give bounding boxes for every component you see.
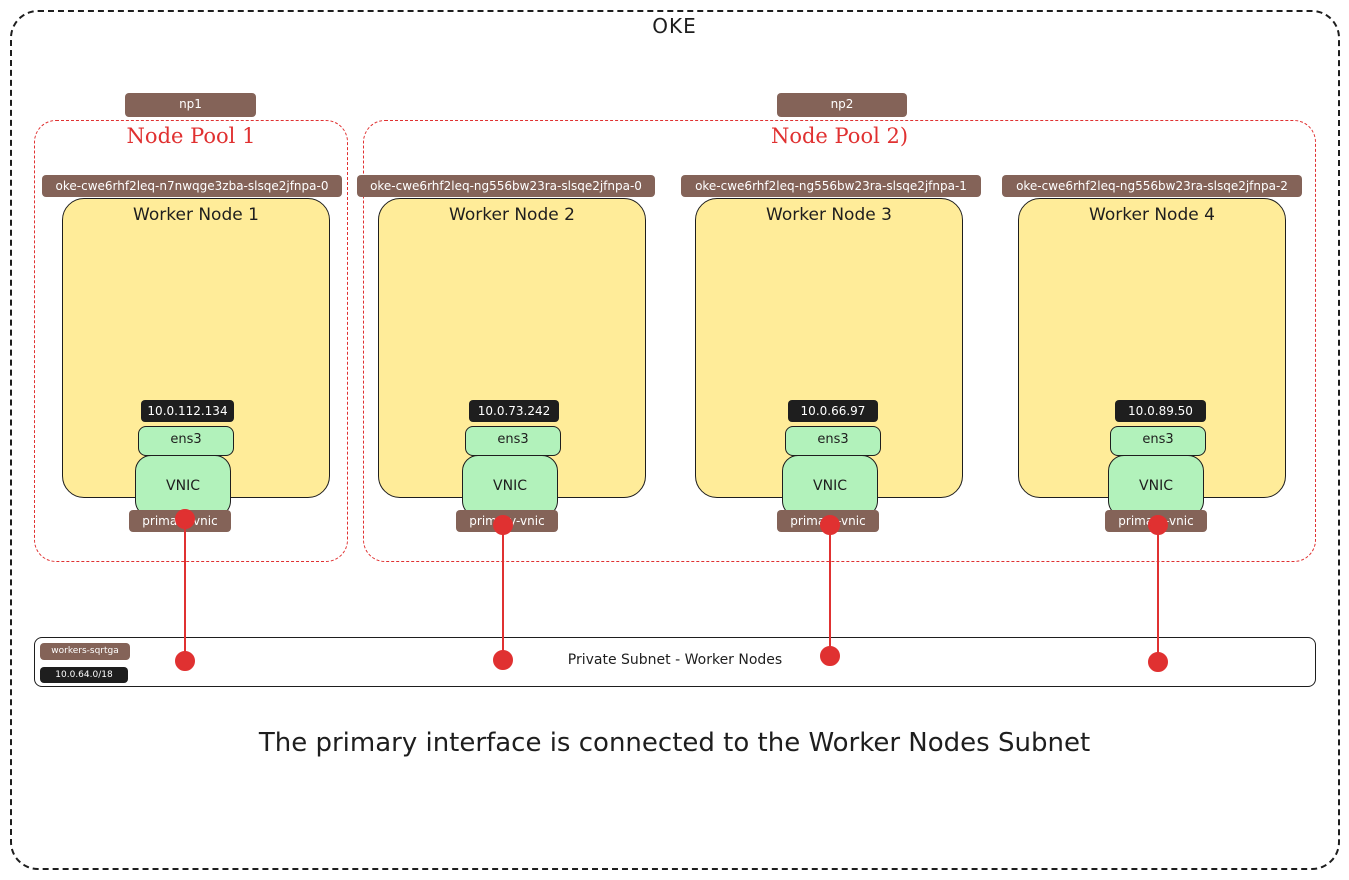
node-4-connector-end-dot <box>1148 652 1168 672</box>
node-1-ip-badge: 10.0.112.134 <box>141 400 234 422</box>
worker-node-3-title: Worker Node 3 <box>766 205 892 225</box>
subnet-name-tag: workers-sqrtga <box>40 643 130 660</box>
node-3-hostname-tag: oke-cwe6rhf2leq-ng556bw23ra-slsqe2jfnpa-… <box>681 175 981 197</box>
cluster-title: OKE <box>652 14 697 38</box>
node-4-connector-start-dot <box>1148 515 1168 535</box>
node-1-hostname-tag: oke-cwe6rhf2leq-n7nwqge3zba-slsqe2jfnpa-… <box>42 175 342 197</box>
diagram-caption: The primary interface is connected to th… <box>258 728 1091 758</box>
node-2-connector-end-dot <box>493 650 513 670</box>
private-subnet-worker-nodes <box>34 637 1316 687</box>
node-2-connector-start-dot <box>493 515 513 535</box>
worker-node-2-title: Worker Node 2 <box>449 205 575 225</box>
node-1-connector-start-dot <box>175 509 195 529</box>
node-pool-1-boundary <box>34 120 348 562</box>
node-2-vnic: VNIC <box>462 455 558 517</box>
subnet-cidr-badge: 10.0.64.0/18 <box>40 667 128 683</box>
node-3-connector-end-dot <box>820 646 840 666</box>
node-4-ens3-interface: ens3 <box>1110 426 1206 456</box>
node-pool-2-boundary <box>363 120 1316 562</box>
subnet-label: Private Subnet - Worker Nodes <box>567 652 783 668</box>
node-4-ip-badge: 10.0.89.50 <box>1115 400 1206 422</box>
node-3-connector-start-dot <box>820 515 840 535</box>
node-3-ip-badge: 10.0.66.97 <box>788 400 878 422</box>
worker-node-1-title: Worker Node 1 <box>133 205 259 225</box>
node-1-ens3-interface: ens3 <box>138 426 234 456</box>
node-pool-2-title: Node Pool 2) <box>770 124 909 148</box>
worker-node-4-title: Worker Node 4 <box>1089 205 1215 225</box>
node-pool-2-tag: np2 <box>777 93 907 117</box>
node-1-connector-end-dot <box>175 651 195 671</box>
node-2-ens3-interface: ens3 <box>465 426 561 456</box>
node-pool-1-title: Node Pool 1 <box>126 124 256 148</box>
node-3-ens3-interface: ens3 <box>785 426 881 456</box>
oke-cluster-boundary <box>10 10 1340 870</box>
node-4-hostname-tag: oke-cwe6rhf2leq-ng556bw23ra-slsqe2jfnpa-… <box>1002 175 1302 197</box>
node-pool-1-tag: np1 <box>125 93 256 117</box>
node-2-ip-badge: 10.0.73.242 <box>469 400 559 422</box>
node-2-hostname-tag: oke-cwe6rhf2leq-ng556bw23ra-slsqe2jfnpa-… <box>357 175 655 197</box>
node-4-vnic: VNIC <box>1108 455 1204 517</box>
